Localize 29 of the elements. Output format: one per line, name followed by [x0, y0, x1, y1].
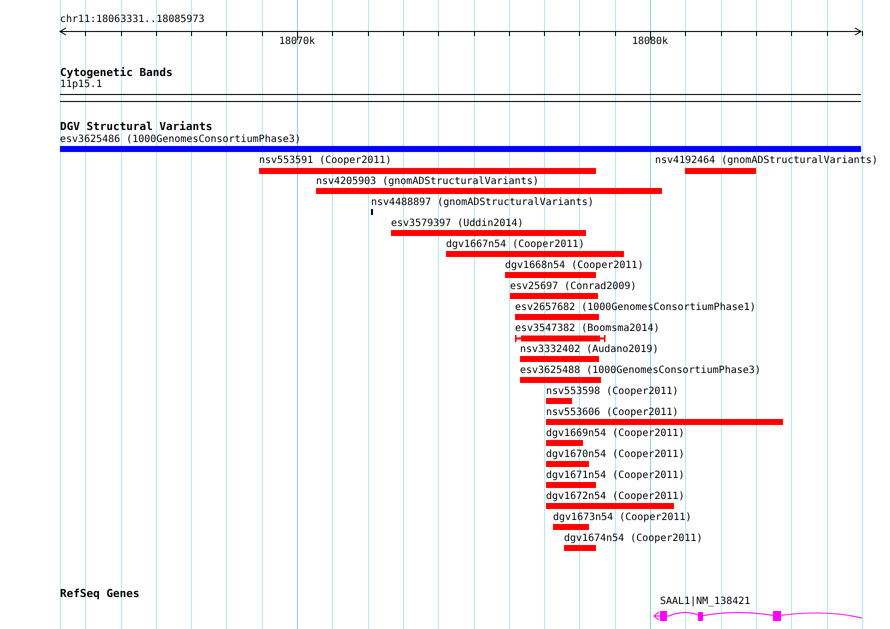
variant-label: esv25697 (Conrad2009) [510, 281, 636, 293]
variant-label: dgv1672n54 (Cooper2011) [546, 491, 684, 503]
variant-label: esv3625486 (1000GenomesConsortiumPhase3) [60, 134, 301, 146]
variant-label: nsv3332402 (Audano2019) [520, 344, 658, 356]
variant-label: esv2657682 (1000GenomesConsortiumPhase1) [515, 302, 756, 314]
variant-label: esv3547382 (Boomsma2014) [515, 323, 660, 335]
variant-label: dgv1671n54 (Cooper2011) [546, 470, 684, 482]
variant-label: dgv1670n54 (Cooper2011) [546, 449, 684, 461]
variant-label: dgv1669n54 (Cooper2011) [546, 428, 684, 440]
variant-label: nsv4192464 (gnomADStructuralVariants) [655, 155, 878, 167]
variant-label: dgv1673n54 (Cooper2011) [553, 512, 692, 524]
variant-label: nsv4205903 (gnomADStructuralVariants) [316, 176, 539, 188]
variant-label: esv3579397 (Uddin2014) [391, 218, 524, 230]
variant-label: dgv1674n54 (Cooper2011) [564, 533, 702, 545]
variant-label: dgv1667n54 (Cooper2011) [446, 239, 584, 251]
variant-label: nsv553591 (Cooper2011) [259, 155, 392, 167]
band-label: 11p15.1 [60, 79, 102, 91]
tick-label: 18070k [278, 36, 316, 48]
track-title: DGV Structural Variants [60, 121, 212, 133]
scale-label: chr11:18063331..18085973 [60, 14, 204, 26]
gene-label: SAAL1|NM_138421 [660, 596, 750, 608]
variant-label: nsv4488897 (gnomADStructuralVariants) [371, 197, 594, 209]
track-title: RefSeq Genes [60, 588, 140, 600]
track-title: Cytogenetic Bands [60, 67, 173, 79]
variant-label: dgv1668n54 (Cooper2011) [505, 260, 644, 272]
variant-label: nsv553606 (Cooper2011) [546, 407, 678, 419]
tick-label: 18080k [632, 36, 668, 48]
variant-label: nsv553598 (Cooper2011) [546, 386, 678, 398]
variant-label: esv3625488 (1000GenomesConsortiumPhase3) [520, 365, 761, 377]
